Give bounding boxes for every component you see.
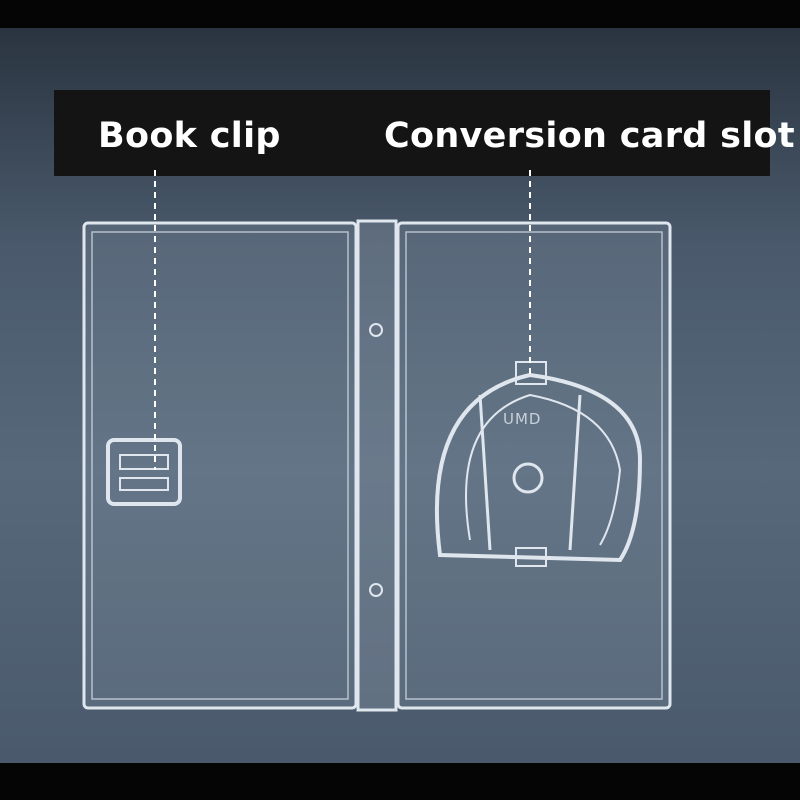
label-bar <box>54 90 770 176</box>
left-panel <box>82 221 358 710</box>
umd-logo: UMD <box>503 410 542 428</box>
book-clip <box>106 438 182 506</box>
book-clip-label: Book clip <box>98 116 281 156</box>
disc-holder <box>435 372 643 563</box>
spine <box>356 219 398 712</box>
card-slot-label: Conversion card slot <box>384 116 795 156</box>
